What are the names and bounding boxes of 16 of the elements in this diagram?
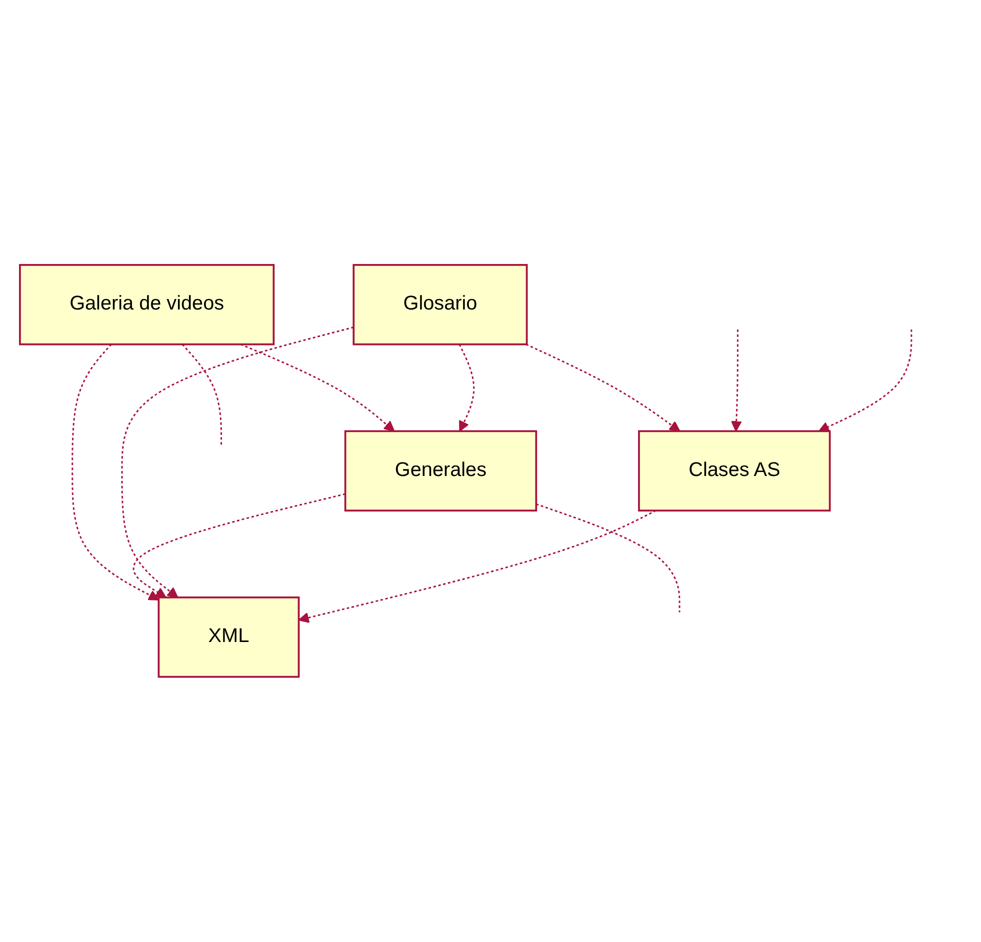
arrow <box>526 344 680 432</box>
node-box: Clases AS <box>638 430 831 512</box>
node-box: Generales <box>344 430 538 512</box>
arrow <box>132 493 346 598</box>
node-box: XML <box>158 596 300 678</box>
arrow <box>730 330 742 432</box>
connector <box>182 344 222 446</box>
arrow <box>121 326 354 598</box>
node-box: Galeria de videos <box>19 264 275 346</box>
arrow <box>458 344 475 432</box>
arrow <box>298 510 656 624</box>
node-box: Glosario <box>352 264 528 346</box>
arrow <box>240 344 395 432</box>
arrow <box>72 344 160 600</box>
connector <box>536 504 680 612</box>
arrow <box>818 330 912 432</box>
